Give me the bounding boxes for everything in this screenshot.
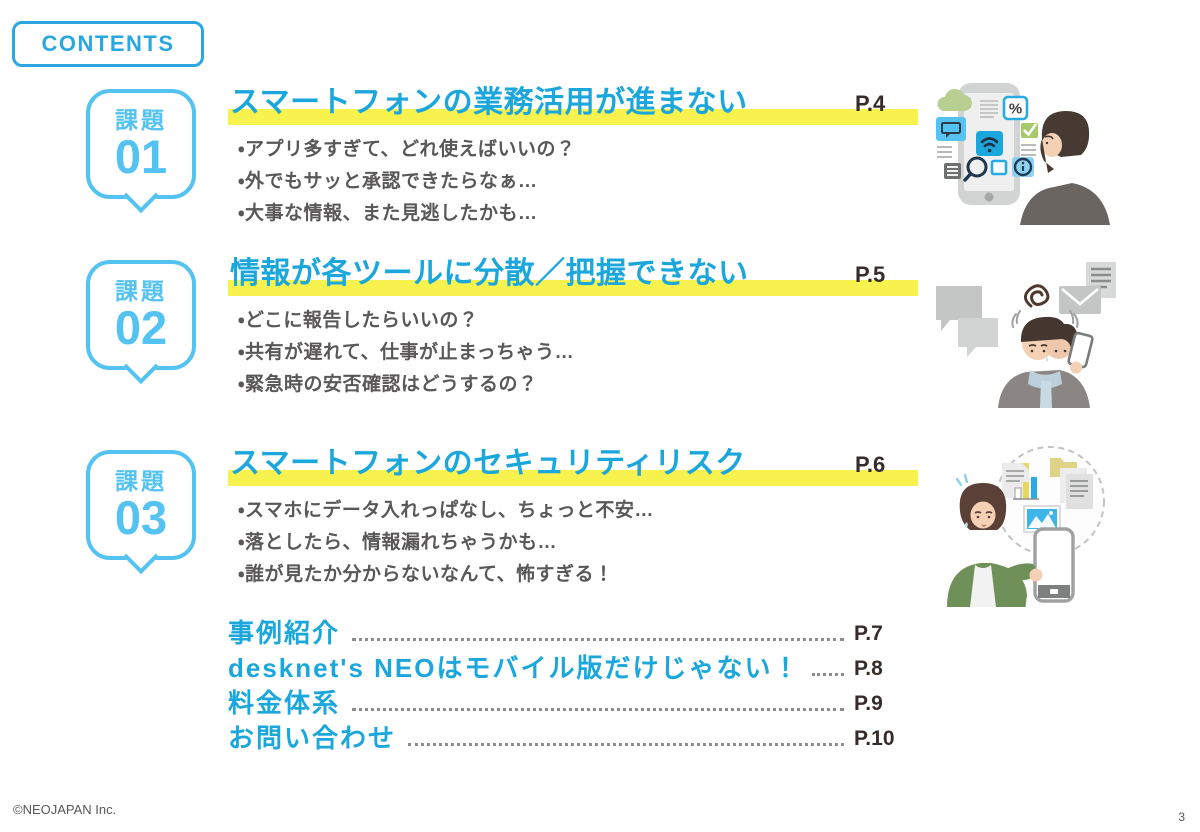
large-phone-icon — [1033, 527, 1075, 603]
bubble-tail — [123, 348, 159, 385]
illustration-smartphone-apps: % — [936, 83, 1110, 225]
menu-list-icon — [944, 163, 961, 179]
files-icon — [1060, 468, 1093, 509]
bullet-item: ・落としたら、情報漏れちゃうかも… — [238, 532, 557, 553]
dotted-leader — [812, 673, 844, 676]
illustration-security-risk — [947, 446, 1105, 607]
section-page-ref[interactable]: P.4 — [855, 91, 886, 116]
confused-man-figure — [998, 310, 1090, 408]
toc-label: 事例紹介 — [228, 618, 341, 649]
dotted-leader — [352, 708, 844, 711]
issue-01-heading: スマートフォンの業務活用が進まない P.4 — [228, 84, 918, 125]
toc-list: 事例紹介 P.7 desknet's NEOはモバイル版だけじゃない！ P.8 … — [228, 614, 908, 754]
checkmark-icon — [1021, 123, 1038, 138]
data-cloud-circle — [995, 446, 1105, 556]
square-outline-icon — [990, 159, 1008, 176]
issue-02-badge-bubble: 課題 02 — [86, 260, 196, 385]
yellow-highlight-bar — [228, 280, 918, 296]
issue-01-bullets: ・アプリ多すぎて、どれ使えばいいの？ ・外でもサッと承認できたらなぁ… ・大事な… — [238, 134, 576, 230]
bullet-item: ・共有が遅れて、仕事が止まっちゃう… — [238, 342, 575, 363]
issue-02-heading: 情報が各ツールに分散／把握できない P.5 — [228, 255, 918, 296]
bubble-tail — [123, 538, 159, 575]
bullet-item: ・緊急時の安否確認はどうするの？ — [238, 374, 538, 395]
bullet-item: ・大事な情報、また見逃したかも… — [238, 203, 538, 224]
illustration-scattered-information — [936, 262, 1116, 408]
toc-page-ref: P.7 — [854, 622, 883, 645]
contents-label: CONTENTS — [41, 31, 175, 56]
badge-label: 課題 — [115, 277, 167, 304]
dizzy-spiral-icon — [1024, 284, 1050, 308]
section-page-ref[interactable]: P.5 — [855, 262, 886, 287]
toc-label: desknet's NEOはモバイル版だけじゃない！ — [228, 653, 801, 684]
issue-02-bullets: ・どこに報告したらいいの？ ・共有が遅れて、仕事が止まっちゃう… ・緊急時の安否… — [238, 305, 574, 401]
yellow-highlight-bar — [228, 109, 918, 125]
contents-badge: CONTENTS — [12, 21, 204, 67]
bullet-item: ・どこに報告したらいいの？ — [238, 310, 479, 331]
toc-page-ref: P.10 — [854, 727, 895, 750]
section-title[interactable]: スマートフォンのセキュリティリスク — [230, 447, 746, 480]
toc-item-desknet-neo[interactable]: desknet's NEOはモバイル版だけじゃない！ P.8 — [228, 649, 908, 684]
bubble-tail — [123, 177, 159, 214]
chat-bubble-icon — [936, 117, 966, 141]
bullet-item: ・誰が見たか分からないなんて、怖すぎる！ — [238, 564, 614, 585]
bar-chart-icon — [1013, 477, 1039, 500]
issue-03-bullets: ・スマホにデータ入れっぱなし、ちょっと不安… ・落としたら、情報漏れちゃうかも…… — [238, 495, 654, 591]
bullet-item: ・外でもサッと承認できたらなぁ… — [238, 171, 538, 192]
phone-in-hand-icon — [1067, 331, 1094, 374]
badge-label: 課題 — [115, 106, 167, 133]
text-lines-left-icon — [937, 146, 952, 158]
mail-envelope-icon — [1059, 286, 1101, 314]
toc-page-ref: P.8 — [854, 657, 883, 680]
section-issue-01: 課題 01 スマートフォンの業務活用が進まない P.4 ・アプリ多すぎて、どれ使… — [0, 83, 1200, 284]
sweat-marks-icon — [955, 473, 969, 487]
bullet-item: ・アプリ多すぎて、どれ使えばいいの？ — [238, 139, 576, 160]
section-title[interactable]: 情報が各ツールに分散／把握できない — [230, 257, 749, 290]
badge-number: 01 — [114, 129, 168, 183]
issue-03-badge-bubble: 課題 03 — [86, 450, 196, 575]
toc-page-ref: P.9 — [854, 692, 883, 715]
toc-label: 料金体系 — [228, 688, 341, 719]
section-page-ref[interactable]: P.6 — [855, 452, 886, 477]
yellow-highlight-bar — [228, 470, 918, 486]
worried-woman-figure — [947, 473, 1043, 607]
info-icon — [1012, 157, 1034, 177]
issue-01-badge-bubble: 課題 01 — [86, 89, 196, 214]
percent-icon: % — [1002, 95, 1029, 121]
section-issue-03: 課題 03 スマートフォンのセキュリティリスク P.6 ・スマホにデータ入れっぱ… — [0, 445, 1200, 645]
dotted-leader — [408, 743, 844, 746]
svg-text:%: % — [1009, 101, 1022, 118]
toc-item-case-studies[interactable]: 事例紹介 P.7 — [228, 614, 908, 649]
section-title[interactable]: スマートフォンの業務活用が進まない — [230, 86, 748, 119]
badge-number: 03 — [114, 490, 168, 544]
text-lines-right-icon — [1021, 144, 1036, 156]
cloud-icon — [937, 88, 972, 111]
businessman-figure — [1020, 111, 1110, 225]
issue-03-heading: スマートフォンのセキュリティリスク P.6 — [228, 445, 918, 486]
wifi-icon — [976, 131, 1003, 156]
toc-item-contact[interactable]: お問い合わせ P.10 — [228, 719, 908, 754]
copyright-text: ©NEOJAPAN Inc. — [13, 802, 117, 817]
search-icon — [963, 156, 988, 182]
page-number: 3 — [1178, 810, 1185, 824]
toc-label: お問い合わせ — [228, 723, 397, 754]
bullet-item: ・スマホにデータ入れっぱなし、ちょっと不安… — [238, 500, 654, 521]
badge-label: 課題 — [115, 467, 167, 494]
toc-item-pricing[interactable]: 料金体系 P.9 — [228, 684, 908, 719]
badge-number: 02 — [114, 300, 168, 354]
dotted-leader — [352, 638, 844, 641]
section-issue-02: 課題 02 情報が各ツールに分散／把握できない P.5 ・どこに報告したらいいの… — [0, 255, 1200, 455]
speech-bubbles-icon — [936, 286, 998, 357]
